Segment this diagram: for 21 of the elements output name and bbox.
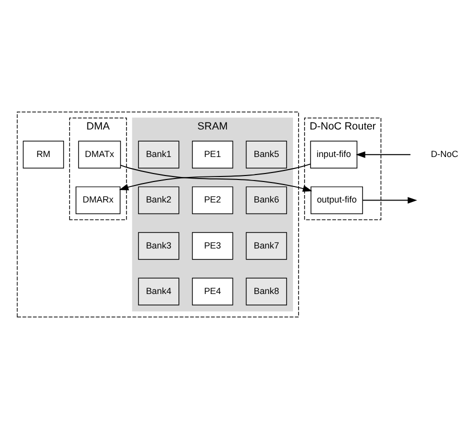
label: D-NoC bbox=[430, 148, 458, 159]
node-box: PE4 bbox=[192, 278, 234, 306]
node-box: input-fifo bbox=[310, 140, 358, 168]
node-box: PE3 bbox=[192, 232, 234, 260]
cluster bbox=[16, 112, 299, 318]
node-box: RM bbox=[22, 140, 64, 168]
node-box: Bank3 bbox=[138, 232, 180, 260]
node-box: Bank8 bbox=[246, 278, 288, 306]
arrow bbox=[356, 151, 411, 158]
node-box: Bank7 bbox=[246, 232, 288, 260]
node-box: DMATx bbox=[78, 140, 121, 168]
node-box: Bank6 bbox=[246, 186, 288, 214]
node-box: Bank4 bbox=[138, 278, 180, 306]
node-box: PE2 bbox=[192, 186, 234, 214]
node-box: Bank1 bbox=[138, 140, 180, 168]
node-box: output-fifo bbox=[310, 186, 363, 214]
arrow bbox=[362, 196, 418, 204]
node-box: PE1 bbox=[192, 140, 234, 168]
node-box: Bank2 bbox=[138, 186, 180, 214]
node-box: Bank5 bbox=[246, 140, 288, 168]
node-box: DMARx bbox=[76, 186, 121, 214]
